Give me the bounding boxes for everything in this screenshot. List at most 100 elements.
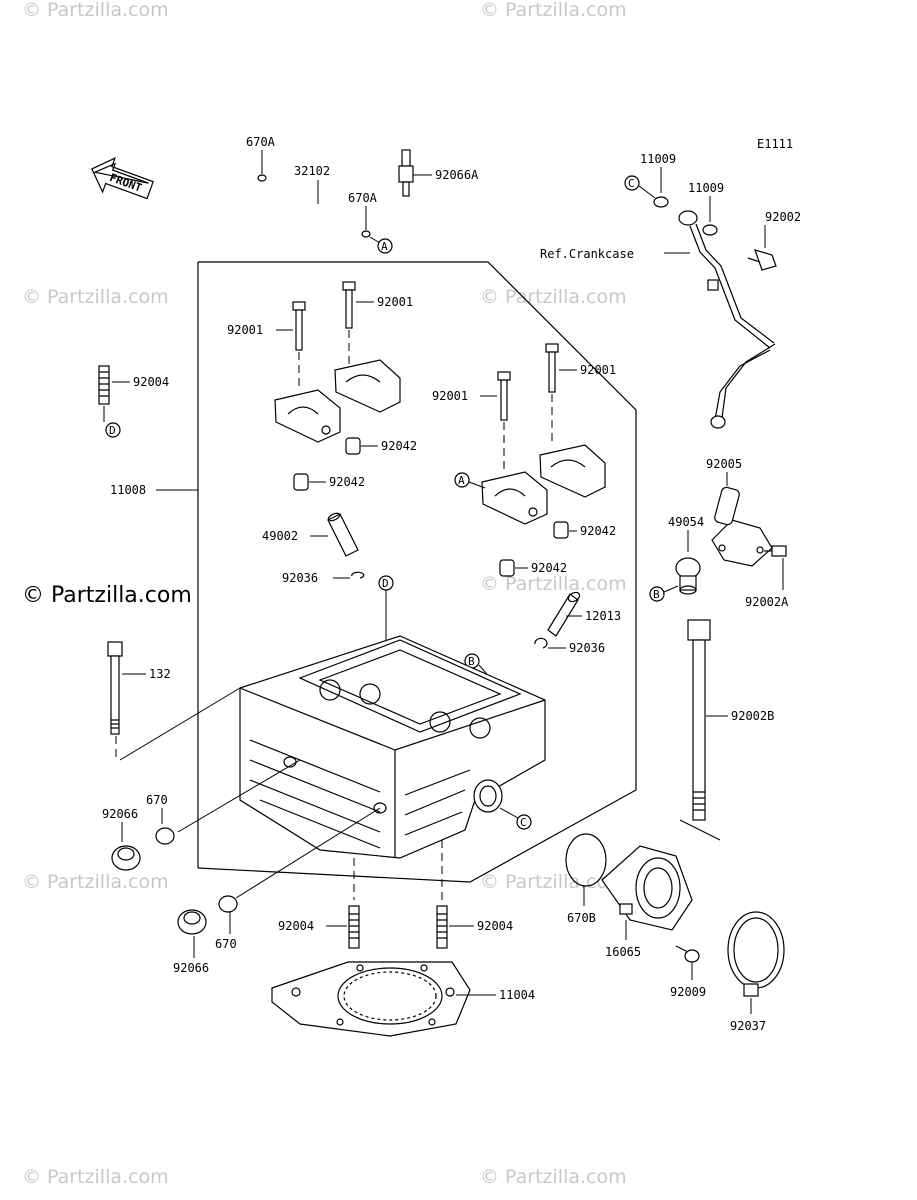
ref-circle-b [649, 586, 665, 602]
label-92001: 92001 [227, 323, 263, 337]
label-11009: 11009 [640, 152, 676, 166]
bolt-92001-icon [342, 281, 356, 329]
diagram-code: E1111 [757, 137, 793, 151]
label-92001: 92001 [377, 295, 413, 309]
label-32102: 32102 [294, 164, 330, 178]
stud-92004-icon [98, 365, 110, 405]
bolt-92001-icon [497, 371, 511, 421]
cam-cap-icon [334, 359, 401, 413]
cylinder-head-11008-icon [239, 635, 546, 859]
bolt-132-icon [107, 641, 123, 735]
watermark: © Partzilla.com [480, 871, 627, 893]
sensor-92066A-icon [398, 149, 414, 197]
ref-circle-a [377, 238, 393, 254]
cam-caps-group: 92001 92001 92042 92042 92001 [227, 281, 616, 577]
svg-text:A: A [458, 474, 465, 487]
label-670: 670 [146, 793, 168, 807]
bolt-92002A-icon [764, 545, 787, 557]
tappet-49002-icon [327, 512, 359, 557]
svg-text:D: D [382, 577, 389, 590]
label-670A: 670A [348, 191, 378, 205]
o-ring-670-icon [218, 895, 238, 913]
carb-holder-16065-icon [601, 845, 693, 931]
svg-text:C: C [520, 816, 527, 829]
label-49002: 49002 [262, 529, 298, 543]
label-92002B: 92002B [731, 709, 774, 723]
bolt-92001-icon [292, 301, 306, 351]
screw-92009-icon [675, 945, 700, 963]
guide-12013-icon [547, 591, 581, 637]
ref-circle-c [516, 814, 532, 830]
intake-group: 670B 16065 92009 92037 [565, 833, 785, 1033]
label-92004: 92004 [278, 919, 314, 933]
bolt-92002-icon [747, 249, 777, 271]
watermark-main: © Partzilla.com [22, 583, 192, 608]
label-92066: 92066 [173, 961, 209, 975]
front-arrow-icon: FRONT [91, 157, 154, 200]
label-92042: 92042 [381, 439, 417, 453]
label-92001: 92001 [580, 363, 616, 377]
label-92001: 92001 [432, 389, 468, 403]
label-11008: 11008 [110, 483, 146, 497]
label-11004: 11004 [499, 988, 535, 1002]
o-ring-670A-icon [257, 174, 267, 182]
label-92066A: 92066A [435, 168, 479, 182]
label-132: 132 [149, 667, 171, 681]
label-92005: 92005 [706, 457, 742, 471]
label-12013: 12013 [585, 609, 621, 623]
label-670: 670 [215, 937, 237, 951]
dowel-92042-icon [345, 437, 361, 455]
oil-pipe-group: 11009 C 11009 92002 Ref.Crankcase [540, 152, 801, 429]
watermark: © Partzilla.com [22, 286, 169, 308]
washer-11009-icon [653, 196, 669, 208]
clamp-92037-icon [727, 911, 785, 997]
plug-92066-icon [111, 845, 141, 871]
label-11009: 11009 [688, 181, 724, 195]
label-92002: 92002 [765, 210, 801, 224]
bolt-92001-icon [545, 343, 559, 393]
label-92042: 92042 [329, 475, 365, 489]
label-92066: 92066 [102, 807, 138, 821]
label-92009: 92009 [670, 985, 706, 999]
svg-text:B: B [468, 655, 475, 668]
svg-text:D: D [109, 424, 116, 437]
label-16065: 16065 [605, 945, 641, 959]
label-92036: 92036 [569, 641, 605, 655]
dowel-92042-icon [293, 473, 309, 491]
ref-circle-c [624, 175, 640, 191]
clip-92036-icon [534, 637, 548, 649]
o-ring-670A-icon [361, 230, 371, 238]
svg-text:B: B [653, 588, 660, 601]
svg-text:A: A [381, 240, 388, 253]
label-49054: 49054 [668, 515, 704, 529]
o-ring-670-icon [155, 827, 175, 845]
fitting-92005-icon [711, 486, 773, 567]
plug-49054-icon [675, 557, 701, 595]
label-670A: 670A [246, 135, 276, 149]
dowel-92042-icon [499, 559, 515, 577]
plug-group: 670 92066 670 92066 [102, 793, 238, 975]
label-92036: 92036 [282, 571, 318, 585]
watermark: © Partzilla.com [480, 573, 627, 595]
washer-11009-icon [702, 224, 718, 236]
label-92042: 92042 [580, 524, 616, 538]
bolt-92002B-icon [687, 619, 711, 821]
clip-92036-icon [351, 571, 365, 579]
breather-group: 92005 49054 B 92002A [649, 457, 789, 609]
o-ring-670B-icon [565, 833, 607, 887]
gasket-11004-icon [271, 961, 471, 1037]
stud-92004-icon [436, 905, 448, 949]
dowel-92042-icon [553, 521, 569, 539]
label-92037: 92037 [730, 1019, 766, 1033]
stud-92004-icon [348, 905, 360, 949]
ref-circle-d [105, 422, 121, 438]
cam-cap-icon [539, 444, 606, 498]
assembly-frame [197, 261, 637, 883]
stud-left-group: 92004 D [98, 365, 169, 438]
label-670B: 670B [567, 911, 596, 925]
watermark: © Partzilla.com [22, 871, 169, 893]
watermark: © Partzilla.com [480, 0, 627, 21]
ref-circle-a [454, 472, 470, 488]
watermark: © Partzilla.com [22, 1166, 169, 1188]
